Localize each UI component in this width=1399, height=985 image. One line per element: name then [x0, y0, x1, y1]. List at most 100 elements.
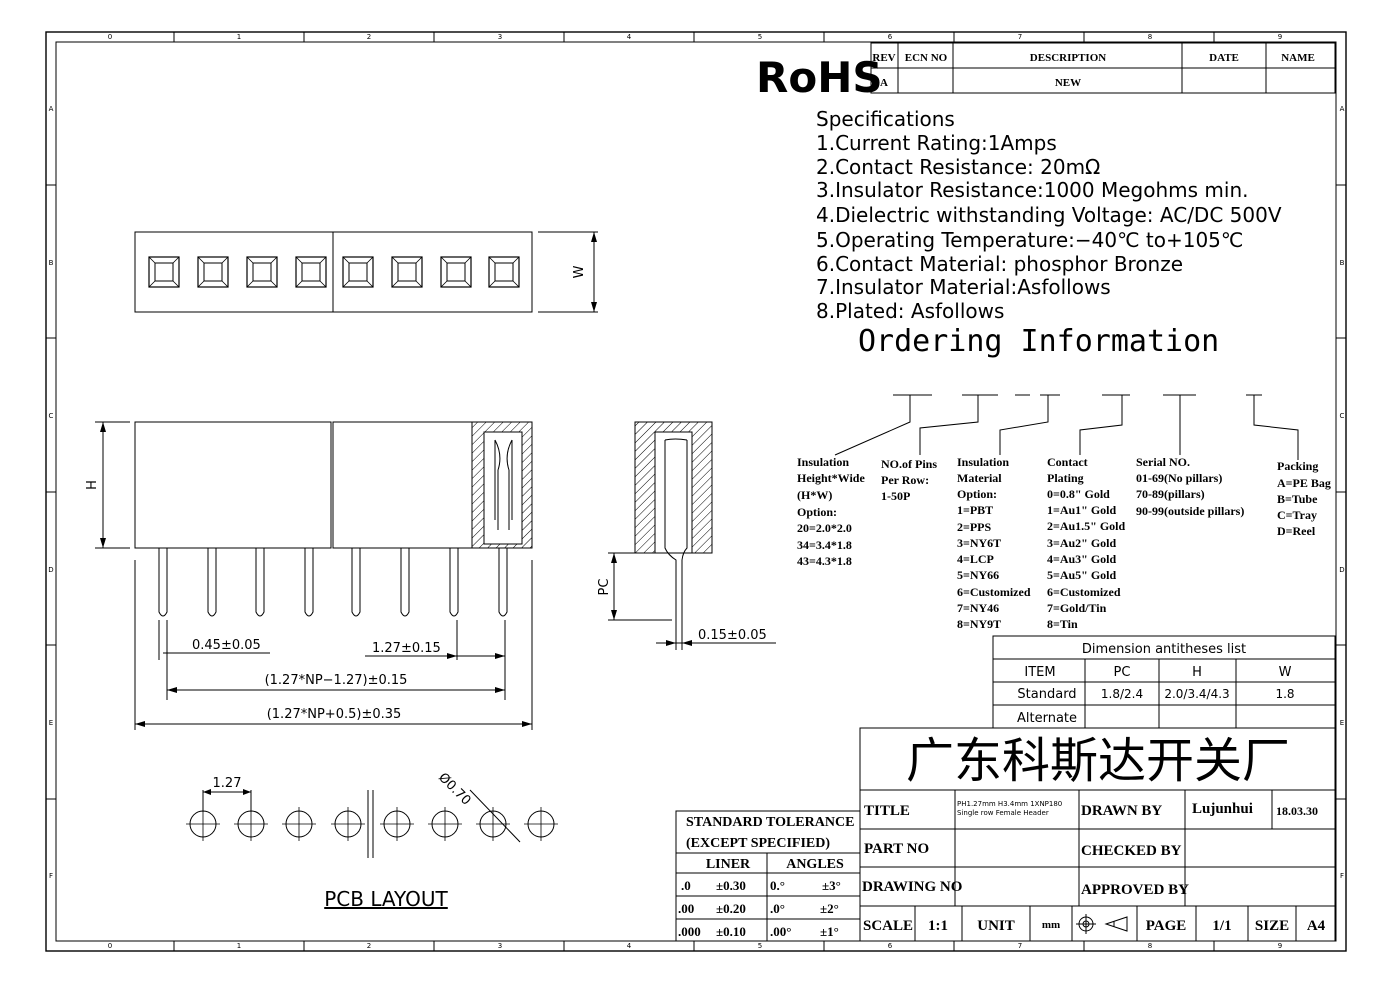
cavity-chamfer — [512, 256, 520, 264]
zone-column-label: 1 — [237, 33, 241, 41]
thickness-dim: 0.15±0.05 — [698, 628, 767, 643]
insulation-material-line: 3=NY6T — [957, 536, 1001, 550]
ordering-title: Ordering Information — [858, 324, 1219, 359]
zone-column-label: 2 — [367, 942, 371, 950]
cavity-chamfer — [197, 256, 205, 264]
page-label: PAGE — [1146, 918, 1187, 934]
cavity-chamfer — [319, 256, 327, 264]
cavity-chamfer — [342, 256, 350, 264]
cavity-inner — [397, 262, 417, 282]
cavity-chamfer — [415, 256, 423, 264]
description-header: DESCRIPTION — [1030, 52, 1106, 64]
insulation-material-line: 8=NY9T — [957, 617, 1001, 631]
insulation-material-line: 6=Customized — [957, 585, 1031, 599]
cavity-outer — [342, 256, 374, 288]
tolerance-cell: .000 — [678, 924, 701, 939]
zone-column-label: 0 — [108, 33, 112, 41]
dimension-cell: 2.0/3.4/4.3 — [1164, 687, 1229, 701]
specifications-heading: Specifications — [816, 107, 955, 131]
insulation-height-line: 20=2.0*2.0 — [797, 521, 852, 535]
packing-line: Packing — [1277, 459, 1318, 473]
cavity-chamfer — [342, 280, 350, 288]
tolerance-subtitle: (EXCEPT SPECIFIED) — [686, 836, 830, 851]
tolerance-table: STANDARD TOLERANCE (EXCEPT SPECIFIED) LI… — [675, 810, 861, 942]
cavity-inner — [494, 262, 514, 282]
company-name: 广东科斯达开关厂 — [906, 733, 1290, 789]
contact-plating-line: Contact — [1047, 455, 1088, 469]
dimension-cell: Alternate — [1017, 711, 1077, 726]
tolerance-cell: ±3° — [822, 878, 841, 893]
cavity-chamfer — [464, 280, 472, 288]
part-no-label: PART NO — [864, 841, 929, 857]
cavity-outer — [148, 256, 180, 288]
pins-per-row-line: Per Row: — [881, 473, 929, 487]
cavity-inner — [301, 262, 321, 282]
scale-label: SCALE — [863, 918, 913, 934]
spec-item: 3.Insulator Resistance:1000 Megohms min. — [816, 178, 1249, 202]
contact-plating-line: 4=Au3" Gold — [1047, 552, 1117, 566]
zone-row-label: F — [1340, 872, 1344, 880]
cavity-chamfer — [319, 280, 327, 288]
zone-column-label: 6 — [888, 33, 893, 41]
contact-plating-line: 1=Au1" Gold — [1047, 503, 1117, 517]
serial-no-line: 70-89(pillars) — [1136, 487, 1205, 501]
rev-value: A — [880, 77, 888, 89]
zone-column-label: 4 — [627, 33, 632, 41]
cavity-inner — [446, 262, 466, 282]
unit-value: mm — [1042, 919, 1060, 931]
zone-row-label: E — [49, 719, 53, 727]
tolerance-cell: ±2° — [820, 901, 839, 916]
pin-width-dim: 0.45±0.05 — [192, 638, 261, 653]
cavity-chamfer — [172, 256, 180, 264]
insulation-material-line: Insulation — [957, 455, 1009, 469]
zone-column-label: 8 — [1148, 33, 1152, 41]
ordering-code-lines — [834, 394, 1299, 460]
spec-item: 4.Dielectric withstanding Voltage: AC/DC… — [816, 203, 1282, 227]
contact-plating-line: 3=Au2" Gold — [1047, 536, 1117, 550]
drawn-by-label: DRAWN BY — [1081, 803, 1162, 819]
contact-plating-line: Plating — [1047, 471, 1084, 485]
tolerance-cell: ±0.10 — [716, 924, 746, 939]
insulation-material-line: 7=NY46 — [957, 601, 999, 615]
insulation-material-column: Insulation Material Option: 1=PBT 2=PPS … — [957, 455, 1031, 631]
header-pin — [158, 548, 168, 617]
tolerance-cell: .00 — [678, 901, 694, 916]
pcb-layout: 1.27 Ø0.70 PCB LAYOUT — [186, 770, 558, 911]
insulation-material-line: Material — [957, 471, 1002, 485]
cavity-chamfer — [148, 256, 156, 264]
insulation-height-line: Insulation — [797, 455, 849, 469]
pins-per-row-line: NO.of Pins — [881, 457, 937, 471]
zone-column-label: 7 — [1018, 942, 1022, 950]
zone-row-label: D — [1339, 566, 1344, 574]
ecn-header: ECN NO — [905, 52, 948, 64]
contact-cavities — [148, 256, 520, 288]
contact-plating-line: 2=Au1.5" Gold — [1047, 519, 1126, 533]
contact-plating-line: 5=Au5" Gold — [1047, 568, 1117, 582]
zone-row-label: E — [1340, 719, 1344, 727]
packing-line: C=Tray — [1277, 508, 1317, 522]
dimension-list-title: Dimension antitheses list — [1082, 642, 1246, 657]
dimension-header: W — [1279, 665, 1292, 680]
tolerance-cell: ±0.20 — [716, 901, 746, 916]
zone-row-label: D — [48, 566, 53, 574]
cavity-outer — [488, 256, 520, 288]
tolerance-cell: ±0.30 — [716, 878, 746, 893]
dimension-header: ITEM — [1024, 665, 1055, 680]
cavity-chamfer — [440, 280, 448, 288]
contact-plating-line: 0=0.8" Gold — [1047, 487, 1110, 501]
insulation-material-line: 5=NY66 — [957, 568, 999, 582]
insulation-material-line: Option: — [957, 487, 997, 501]
tolerance-cell: .00° — [770, 924, 791, 939]
cavity-outer — [295, 256, 327, 288]
date-header: DATE — [1209, 52, 1239, 64]
page-value: 1/1 — [1212, 918, 1231, 934]
zone-row-label: A — [49, 105, 54, 113]
body-length-dim: (1.27*NP+0.5)±0.35 — [267, 707, 402, 722]
drawing-no-label: DRAWING NO — [862, 879, 962, 895]
header-pin — [400, 548, 410, 617]
dimension-cell: 1.8 — [1275, 687, 1294, 701]
contact-plating-line: 8=Tin — [1047, 617, 1078, 631]
dimension-list-table: Dimension antitheses list ITEM PC H W St… — [992, 635, 1336, 729]
title-value: Single row Female Header — [957, 809, 1049, 817]
cavity-chamfer — [246, 280, 254, 288]
